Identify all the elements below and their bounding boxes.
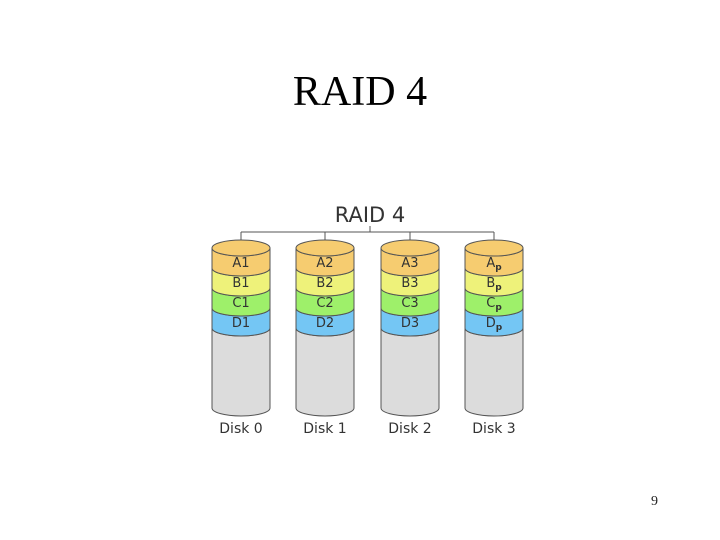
- block-label: A1: [232, 256, 249, 271]
- connector-lines: [240, 226, 495, 248]
- disk-top: [464, 239, 524, 257]
- slide-title: RAID 4: [292, 69, 428, 115]
- disk-body: [211, 327, 271, 417]
- block-label-subscript: p: [495, 283, 502, 293]
- diagram-title: RAID 4: [335, 203, 406, 227]
- disk-label: Disk 0: [219, 421, 262, 437]
- block-label-subscript: p: [496, 323, 503, 333]
- disk-body: [295, 327, 355, 417]
- block-label: C2: [316, 296, 333, 311]
- disk-top: [211, 239, 271, 257]
- block-label: C3: [401, 296, 418, 311]
- page-number: 9: [651, 494, 658, 509]
- block-label: A2: [316, 256, 333, 271]
- disk-top: [295, 239, 355, 257]
- block-label: B1: [232, 276, 249, 291]
- disk-top: [380, 239, 440, 257]
- block-label: D3: [401, 316, 419, 331]
- block-label-subscript: p: [495, 303, 502, 313]
- block-label: D1: [232, 316, 250, 331]
- block-label: B2: [316, 276, 333, 291]
- block-label: D2: [316, 316, 334, 331]
- disk-label: Disk 3: [472, 421, 515, 437]
- disk-body: [464, 327, 524, 417]
- disk-label: Disk 2: [388, 421, 431, 437]
- block-label-subscript: p: [495, 263, 502, 273]
- block-label: C1: [232, 296, 249, 311]
- disk-label: Disk 1: [303, 421, 346, 437]
- block-label: A3: [401, 256, 418, 271]
- block-label: B3: [401, 276, 418, 291]
- disk-body: [380, 327, 440, 417]
